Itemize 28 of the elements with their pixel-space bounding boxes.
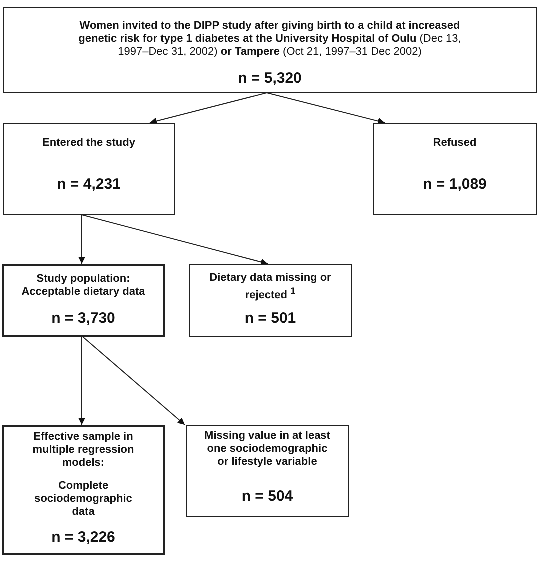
- box-heading: Missing value in at least one sociodemographic or lifestyle variable: [204, 430, 332, 469]
- count-text: n = 3,730: [52, 310, 116, 328]
- flow-box: [189, 264, 352, 337]
- arrow: [266, 92, 386, 125]
- box-heading: Complete sociodemographic data: [34, 480, 134, 519]
- flow-box: [373, 123, 537, 215]
- flow-box: [186, 425, 349, 517]
- count-text: n = 501: [244, 310, 296, 328]
- arrow: [150, 92, 268, 125]
- flow-box: [3, 7, 537, 93]
- box-heading: Refused: [433, 137, 477, 150]
- flow-box: [3, 123, 175, 215]
- count-text: n = 1,089: [423, 176, 487, 194]
- count-text: n = 3,226: [52, 529, 116, 547]
- box-heading: Dietary data missing or rejected $^{1}$: [208, 272, 332, 303]
- count-text: n = 504: [242, 488, 294, 506]
- arrow: [78, 336, 86, 426]
- count-text: n = 4,231: [57, 176, 121, 194]
- box-heading: Entered the study: [42, 137, 136, 150]
- arrow: [82, 336, 186, 426]
- box-heading: Effective sample in multiple regression models:: [32, 431, 136, 470]
- box-heading: Study population: Acceptable dietary data: [20, 273, 146, 299]
- arrow: [78, 214, 86, 264]
- flow-box: [2, 425, 165, 555]
- count-text: n = 5,320: [238, 70, 302, 88]
- flow-box: [2, 264, 165, 337]
- arrow: [82, 214, 268, 266]
- box-heading: Women invited to the DIPP study after giving birth to a child at increased genetic risk for type 1 diabetes at the University Hospital of Oulu (Dec 13, 1997–Dec 31, 2002) or Tampere (Oct 21, 1997–31 Dec 2002): [78, 20, 462, 59]
